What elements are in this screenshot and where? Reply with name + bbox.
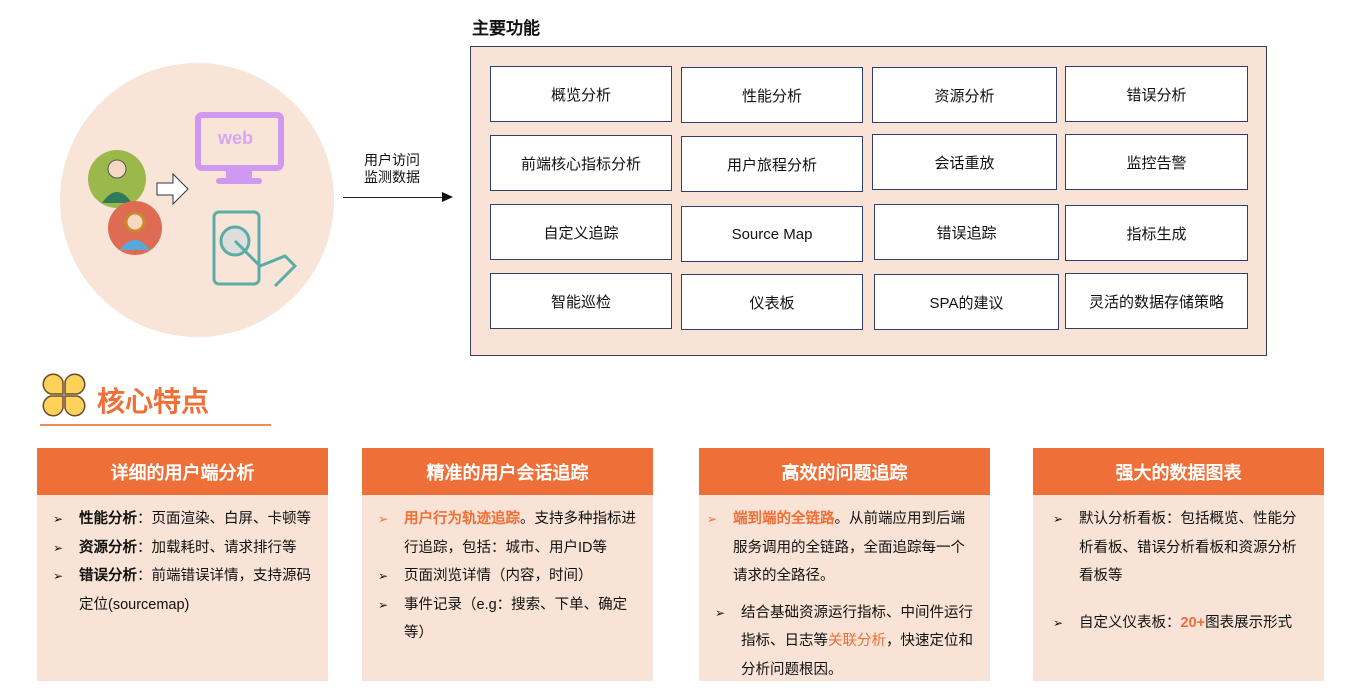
flow-label-line: 用户访问 <box>364 152 420 168</box>
feature-card: 精准的用户会话追踪 ➢ 用户行为轨迹追踪。支持多种指标进行追踪，包括：城市、用户I… <box>362 448 653 681</box>
item-text: 事件记录（e.g：搜索、下单、确定等） <box>404 596 628 642</box>
arrow-bullet-icon: ➢ <box>1053 512 1064 526</box>
item-highlight: 用户行为轨迹追踪 <box>404 511 520 527</box>
arrow-bullet-icon: ➢ <box>1053 615 1064 630</box>
main-functions-panel: 概览分析 性能分析 资源分析 错误分析 前端核心指标分析 用户旅程分析 会话重放… <box>470 46 1267 356</box>
item-strong: 性能分析 <box>79 511 137 527</box>
card-item: ➢ 结合基础资源运行指标、中间件运行指标、日志等关联分析，快速定位和分析问题根因。 <box>707 599 976 685</box>
card-item: ➢ 事件记录（e.g：搜索、下单、确定等） <box>378 591 639 648</box>
item-text: 。从前端应用到后端服务调用的全链路，全面追踪每一个请求的全路径。 <box>733 511 965 584</box>
card-title: 详细的用户端分析 <box>37 448 328 495</box>
function-box: 会话重放 <box>872 134 1057 190</box>
function-box: 灵活的数据存储策略 <box>1065 273 1248 329</box>
card-item: ➢ 用户行为轨迹追踪。支持多种指标进行追踪，包括：城市、用户ID等 <box>378 505 639 562</box>
item-text: 默认分析看板：包括概览、性能分析看板、错误分析看板和资源分析看板等 <box>1079 511 1297 584</box>
card-item: ➢ 资源分析：加载耗时、请求排行等 <box>53 534 314 563</box>
function-box: 监控告警 <box>1065 134 1248 190</box>
card-item: ➢ 端到端的全链路。从前端应用到后端服务调用的全链路，全面追踪每一个请求的全路径。 <box>707 505 976 591</box>
item-text: 页面浏览详情（内容，时间） <box>404 568 593 584</box>
function-box: SPA的建议 <box>874 274 1059 330</box>
item-text: ：页面渲染、白屏、卡顿等 <box>137 511 311 527</box>
function-box: 仪表板 <box>681 274 863 330</box>
arrow-bullet-icon: ➢ <box>707 512 718 526</box>
function-box: 性能分析 <box>681 67 863 123</box>
card-item: ➢ 自定义仪表板：20+图表展示形式 <box>1053 609 1310 638</box>
users-devices-icon <box>88 112 298 288</box>
function-box: 资源分析 <box>872 67 1057 123</box>
arrow-bullet-icon: ➢ <box>53 540 64 555</box>
arrow-bullet-icon: ➢ <box>378 597 389 612</box>
clover-icon <box>42 373 86 417</box>
card-item: ➢ 页面浏览详情（内容，时间） <box>378 562 639 591</box>
feature-card: 强大的数据图表 ➢ 默认分析看板：包括概览、性能分析看板、错误分析看板和资源分析看… <box>1033 448 1324 681</box>
main-functions-title: 主要功能 <box>472 19 540 38</box>
card-title: 精准的用户会话追踪 <box>362 448 653 495</box>
item-text: 。支持多种指标进行追踪，包括：城市、用户ID等 <box>404 511 636 556</box>
flow-label: 用户访问 监测数据 <box>352 152 432 186</box>
item-text: ：前端错误详情，支持源码定位(sourcemap) <box>79 568 311 613</box>
arrow-bullet-icon: ➢ <box>378 569 389 583</box>
feature-card: 高效的问题追踪 ➢ 端到端的全链路。从前端应用到后端服务调用的全链路，全面追踪每一… <box>699 448 990 681</box>
item-text: 自定义仪表板： <box>1079 614 1181 631</box>
function-box: 指标生成 <box>1065 205 1248 261</box>
arrow-bullet-icon: ➢ <box>53 512 64 526</box>
card-title: 强大的数据图表 <box>1033 448 1324 495</box>
function-box: 错误追踪 <box>874 204 1059 260</box>
item-text: ：加载耗时、请求排行等 <box>137 539 297 556</box>
card-item: ➢ 性能分析：页面渲染、白屏、卡顿等 <box>53 505 314 534</box>
function-box: 前端核心指标分析 <box>490 135 672 191</box>
function-box: 用户旅程分析 <box>681 136 863 192</box>
arrow-bullet-icon: ➢ <box>378 512 389 526</box>
arrow-bullet-icon: ➢ <box>715 605 726 620</box>
arrow-bullet-icon: ➢ <box>53 569 64 583</box>
web-label: web <box>218 128 254 148</box>
item-text: 结合基础资源运行指标、中间件运行指标、日志等 <box>741 604 973 650</box>
function-box: 智能巡检 <box>490 273 672 329</box>
item-text: 图表展示形式 <box>1205 614 1293 631</box>
feature-card: 详细的用户端分析 ➢ 性能分析：页面渲染、白屏、卡顿等 ➢ 资源分析：加载耗时、请求… <box>37 448 328 681</box>
card-title: 高效的问题追踪 <box>699 448 990 495</box>
item-highlight: 端到端的全链路 <box>733 511 835 527</box>
item-highlight: 20+ <box>1180 614 1206 631</box>
function-box: 错误分析 <box>1065 66 1248 122</box>
core-features-title: 核心特点 <box>97 386 210 417</box>
function-box: Source Map <box>681 206 863 262</box>
flow-arrow <box>343 192 453 202</box>
item-strong: 错误分析 <box>79 568 137 584</box>
card-item: ➢ 错误分析：前端错误详情，支持源码定位(sourcemap) <box>53 562 314 619</box>
title-underline <box>40 424 271 426</box>
flow-label-line: 监测数据 <box>364 169 420 185</box>
item-strong: 资源分析 <box>79 539 137 556</box>
item-text: ，快速定位和分析问题根因。 <box>741 633 973 678</box>
function-box: 自定义追踪 <box>490 204 672 260</box>
card-item: ➢ 默认分析看板：包括概览、性能分析看板、错误分析看板和资源分析看板等 <box>1053 505 1310 591</box>
item-highlight: 关联分析 <box>828 633 886 649</box>
function-box: 概览分析 <box>490 66 672 122</box>
